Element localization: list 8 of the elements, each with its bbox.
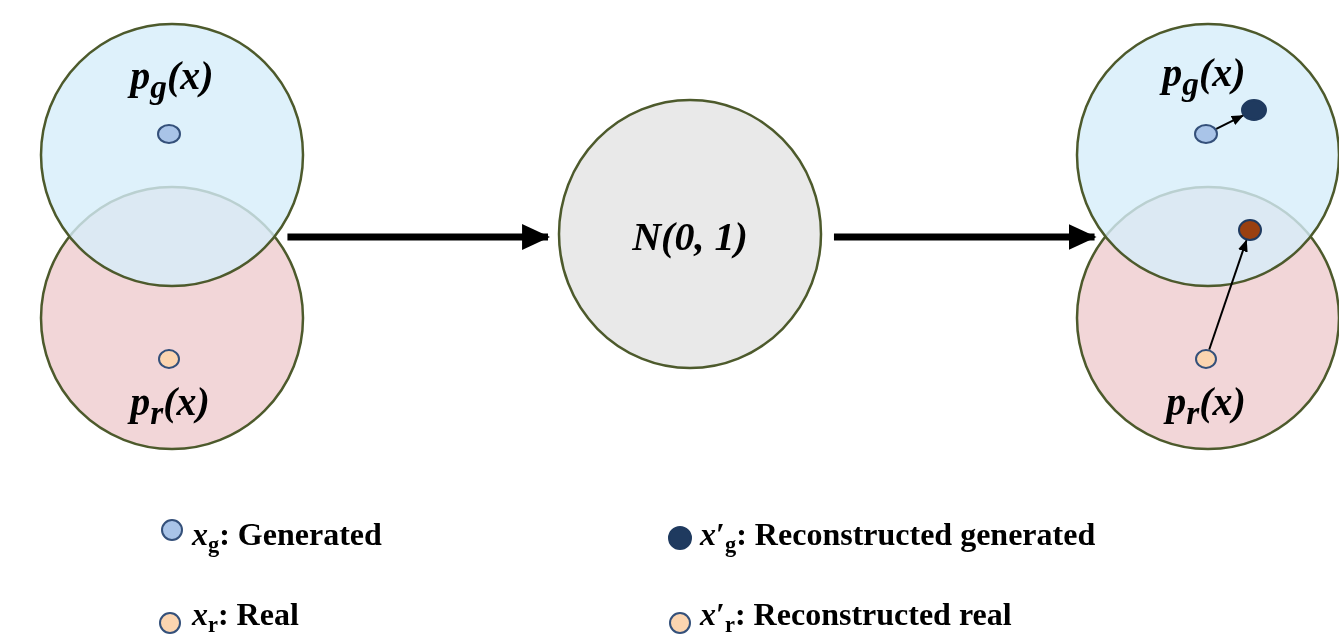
arrow	[1215, 114, 1244, 130]
legend-label: x$_{r}$: Real	[192, 598, 299, 637]
arrow	[833, 224, 1097, 250]
arrow	[1208, 239, 1248, 351]
legend-label: x$_{g}$: Generated	[192, 518, 382, 557]
formula-label: N(0, 1)	[632, 217, 748, 257]
legend-label: x′$_{r}$: Reconstructed real	[700, 598, 1012, 637]
legend-label: x′$_{g}$: Reconstructed generated	[700, 518, 1096, 557]
